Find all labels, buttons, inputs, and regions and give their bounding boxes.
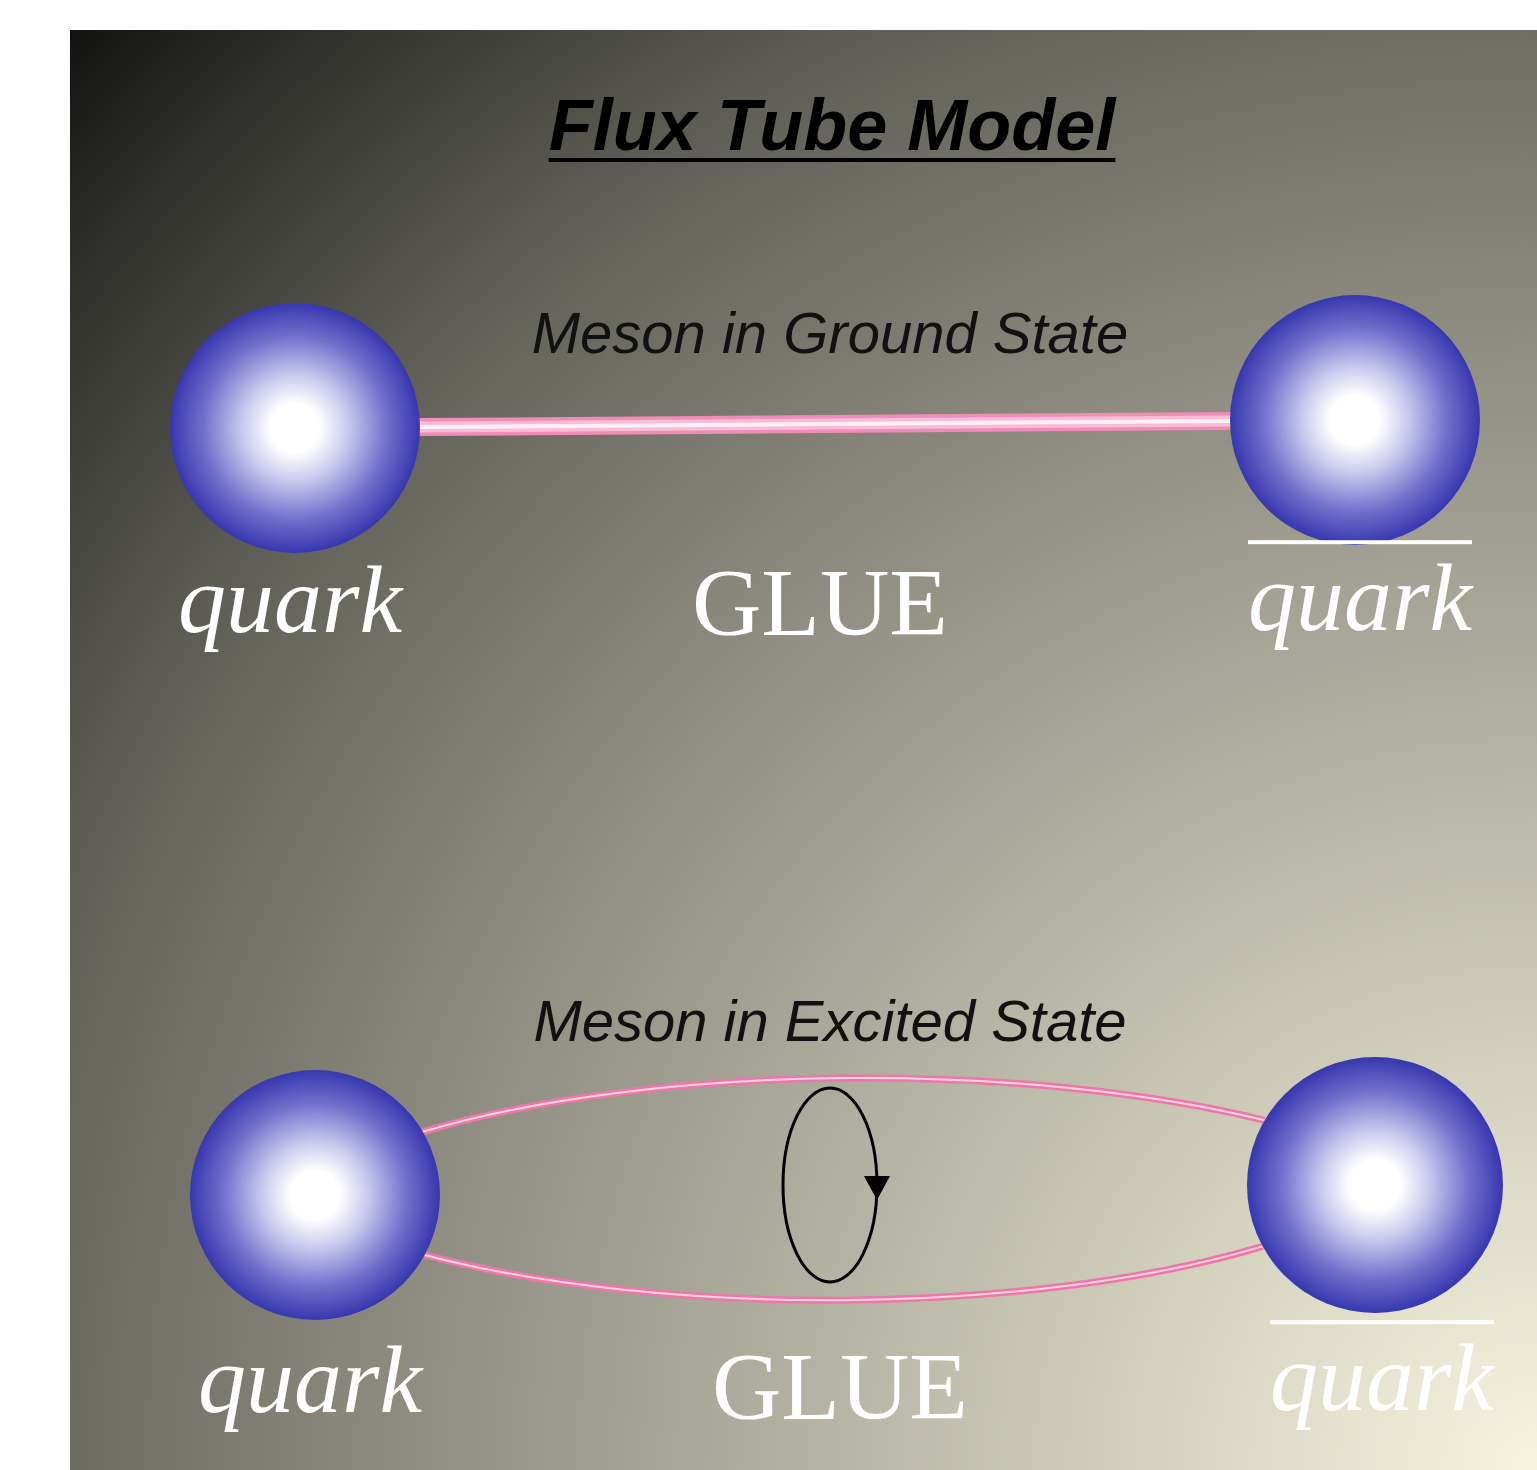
state-caption: Meson in Ground State — [532, 299, 1128, 366]
flux-tube — [416, 421, 1234, 427]
tube-stroke — [425, 1246, 1263, 1300]
tube-stroke — [423, 1078, 1265, 1132]
glue-label: GLUE — [712, 1331, 968, 1442]
flux-tube — [425, 1246, 1263, 1300]
title: Flux Tube Model — [549, 84, 1116, 166]
quark-label: quark — [178, 547, 402, 653]
tube-stroke — [416, 421, 1234, 427]
glue-label: GLUE — [692, 547, 948, 658]
rotation-ellipse — [783, 1088, 877, 1282]
tube-stroke — [423, 1078, 1265, 1132]
quark-label: quark — [198, 1327, 422, 1433]
flux-tube — [423, 1078, 1265, 1132]
antiquark-sphere: quark — [1247, 1057, 1503, 1313]
tube-stroke — [416, 421, 1234, 427]
antiquark-sphere: quark — [1230, 295, 1480, 545]
state-caption: Meson in Excited State — [533, 987, 1126, 1054]
quark-sphere: quark — [190, 1070, 440, 1320]
tube-stroke — [425, 1246, 1263, 1300]
rotation-arrowhead — [864, 1176, 890, 1200]
antiquark-label: quark — [1248, 545, 1472, 651]
antiquark-label: quark — [1270, 1325, 1494, 1431]
quark-sphere: quark — [170, 303, 420, 553]
tube-stroke — [416, 421, 1234, 427]
